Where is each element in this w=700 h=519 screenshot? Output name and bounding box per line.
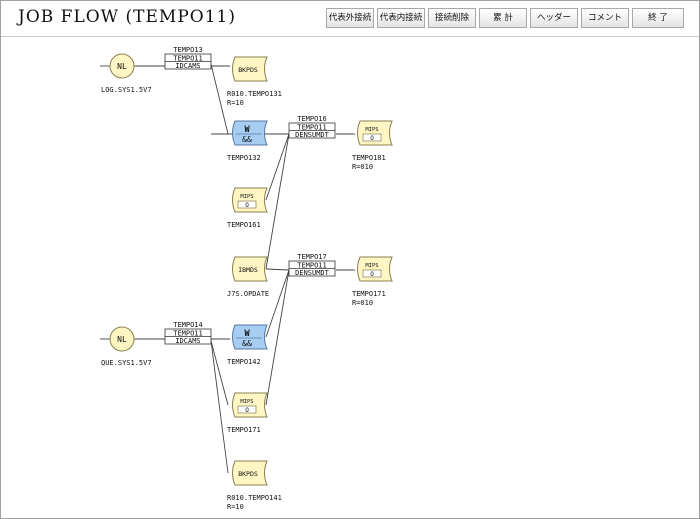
- flow-node-work[interactable]: W&& TEMPO142: [227, 324, 268, 366]
- work-dataset-symbol: [232, 324, 268, 350]
- node-label: MIPS: [365, 127, 378, 133]
- step-name: TEMPO13: [173, 46, 203, 54]
- step-program: TEMPO11: [173, 55, 203, 63]
- connection-lines: [100, 63, 355, 474]
- header-button[interactable]: ヘッダー: [530, 8, 578, 28]
- step-utility: IDCAMS: [175, 62, 200, 70]
- cumulative-button[interactable]: 累 計: [479, 8, 527, 28]
- mips-box: [362, 133, 382, 142]
- node-label: BKPDS: [238, 470, 258, 478]
- connector-line: [210, 63, 229, 135]
- step-program: TEMPO11: [297, 262, 327, 270]
- connector-line: [265, 269, 290, 338]
- flow-node-mips[interactable]: MIPS O TEMPO161: [227, 187, 268, 229]
- step-name: TEMPO16: [297, 115, 327, 123]
- node-caption: R010.TEMPO141: [227, 494, 282, 502]
- step-utility: DENSUMDT: [295, 131, 330, 139]
- mips-box: [362, 269, 382, 278]
- comment-button[interactable]: コメント: [581, 8, 629, 28]
- node-sublabel: &&: [242, 339, 252, 348]
- connector-line: [265, 269, 290, 406]
- step-program: TEMPO11: [173, 330, 203, 338]
- window-title: JOB FLOW (TEMPO11): [18, 7, 236, 27]
- datasets: NLLOG.SYS1.5V7BKPDSR010.TEMPO131R=10W&&T…: [101, 53, 393, 511]
- node-sublabel: O: [245, 407, 249, 414]
- node-caption: R010.TEMPO131: [227, 90, 282, 98]
- delete-connection-button[interactable]: 接続削除: [428, 8, 476, 28]
- node-caption: TEMPO171: [352, 290, 386, 298]
- connector-line: [265, 133, 290, 201]
- dataset-symbol: [232, 460, 268, 486]
- connector-line: [210, 340, 229, 406]
- node-caption: LOG.SYS1.5V7: [101, 86, 152, 94]
- flow-node-circle[interactable]: NL QUE.SYS1.5V7: [101, 326, 152, 367]
- node-caption: TEMPO161: [227, 221, 261, 229]
- flow-node-mips[interactable]: MIPS O TEMPO171: [227, 392, 268, 434]
- node-label: MIPS: [240, 194, 253, 200]
- node-label: W: [244, 329, 250, 339]
- job-steps: TEMPO13TEMPO11IDCAMSTEMPO16TEMPO11DENSUM…: [164, 46, 336, 345]
- flow-node-work[interactable]: W&& TEMPO132: [227, 120, 268, 162]
- connector-line: [265, 268, 290, 271]
- flow-node-circle[interactable]: NL LOG.SYS1.5V7: [101, 53, 152, 94]
- node-label: BKPDS: [238, 66, 258, 74]
- step-name: TEMPO14: [173, 321, 203, 329]
- node-sublabel: O: [370, 271, 374, 278]
- node-sublabel: O: [245, 202, 249, 209]
- connector-line: [265, 133, 290, 270]
- node-caption: R=10: [227, 503, 244, 511]
- step-program: TEMPO11: [297, 124, 327, 132]
- node-caption: TEMPO181: [352, 154, 386, 162]
- node-caption: R=010: [352, 299, 373, 307]
- exit-button[interactable]: 終 了: [632, 8, 684, 28]
- connector-line: [210, 340, 229, 474]
- step-name: TEMPO17: [297, 253, 327, 261]
- step-utility: IDCAMS: [175, 337, 200, 345]
- dataset-symbol: [232, 392, 268, 418]
- node-label: IBMDS: [238, 266, 258, 274]
- node-label: MIPS: [240, 399, 253, 405]
- null-dataset-symbol: [109, 326, 135, 352]
- dataset-symbol: [357, 256, 393, 282]
- node-caption: TEMPO171: [227, 426, 261, 434]
- toolbar-separator: [1, 36, 699, 37]
- node-caption: J7S.OPDATE: [227, 290, 269, 298]
- node-label: NL: [117, 335, 127, 344]
- dataset-symbol: [232, 56, 268, 82]
- mips-box: [237, 200, 257, 209]
- null-dataset-symbol: [109, 53, 135, 79]
- node-label: W: [244, 125, 250, 135]
- node-caption: TEMPO132: [227, 154, 261, 162]
- external-connect-button[interactable]: 代表外接続: [326, 8, 374, 28]
- node-label: NL: [117, 62, 127, 71]
- dataset-symbol: [232, 256, 268, 282]
- toolbar: 代表外接続 代表内接続 接続削除 累 計 ヘッダー コメント 終 了: [1, 8, 700, 30]
- node-caption: R=10: [227, 99, 244, 107]
- node-label: MIPS: [365, 263, 378, 269]
- step-utility: DENSUMDT: [295, 269, 330, 277]
- mips-box: [237, 405, 257, 414]
- flow-node-disk[interactable]: IBMDS J7S.OPDATE: [227, 256, 269, 298]
- node-caption: TEMPO142: [227, 358, 261, 366]
- dataset-symbol: [232, 187, 268, 213]
- internal-connect-button[interactable]: 代表内接続: [377, 8, 425, 28]
- node-sublabel: O: [370, 135, 374, 142]
- work-dataset-symbol: [232, 120, 268, 146]
- node-caption: R=010: [352, 163, 373, 171]
- node-sublabel: &&: [242, 135, 252, 144]
- node-caption: QUE.SYS1.5V7: [101, 359, 152, 367]
- dataset-symbol: [357, 120, 393, 146]
